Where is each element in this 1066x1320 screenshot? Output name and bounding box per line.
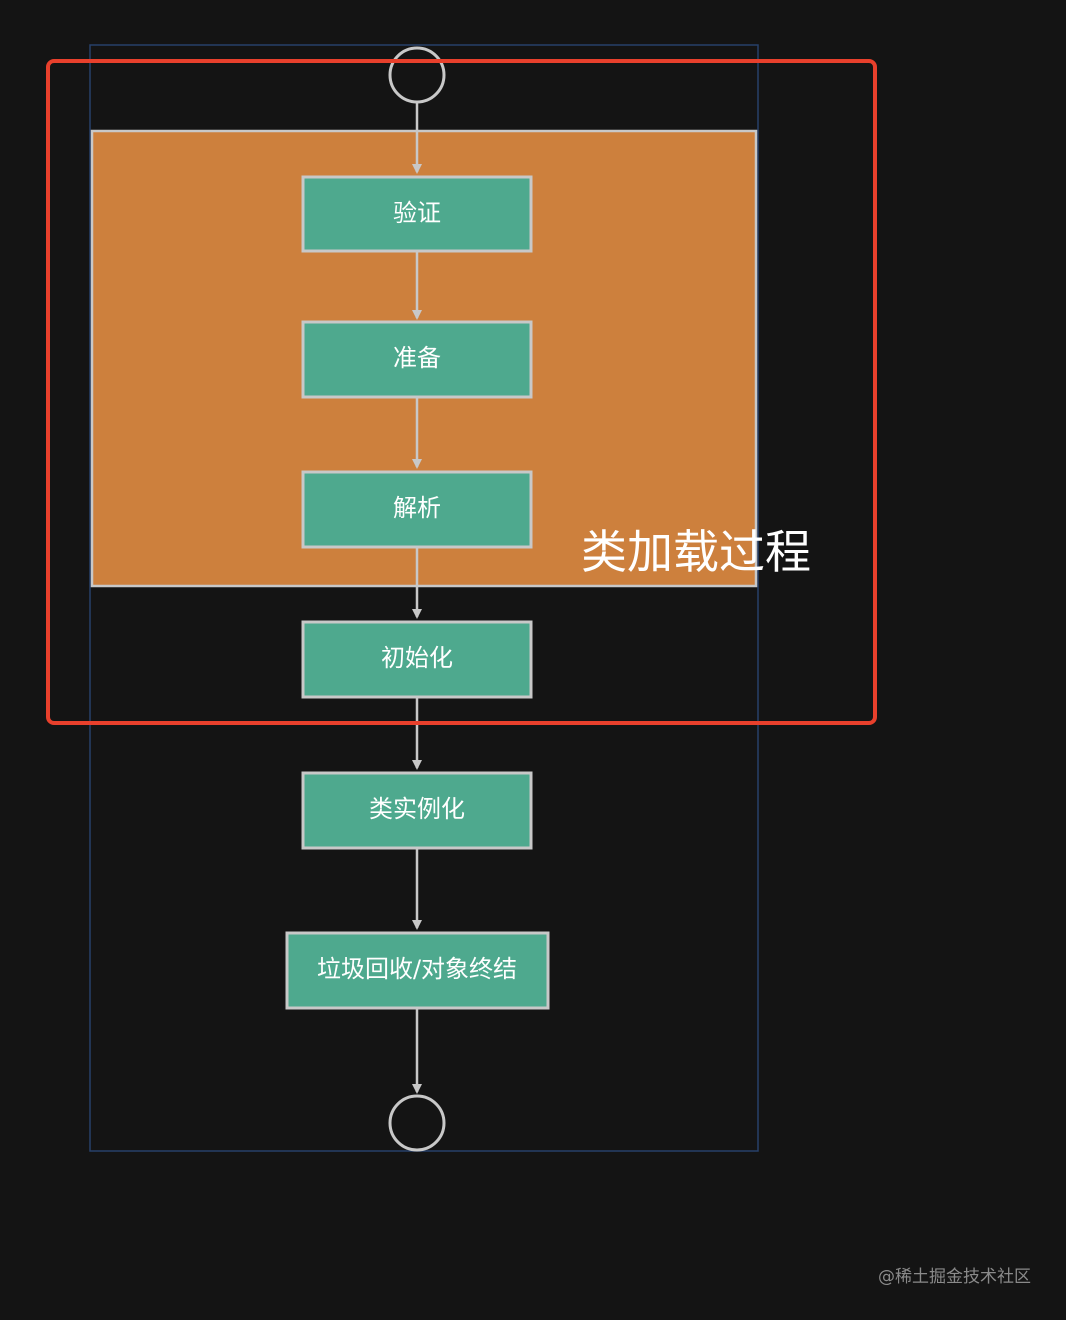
step-prepare[interactable]: 准备	[301, 320, 533, 399]
step-resolve[interactable]: 解析	[301, 470, 533, 549]
step-prepare-label: 准备	[393, 344, 441, 372]
outer-frame	[89, 44, 759, 1152]
step-initialize[interactable]: 初始化	[301, 620, 533, 699]
step-resolve-label: 解析	[393, 494, 441, 522]
class-loading-highlight	[46, 59, 877, 725]
step-verify-label: 验证	[393, 199, 441, 227]
start-node	[388, 46, 446, 104]
step-initialize-label: 初始化	[381, 644, 453, 672]
step-gc[interactable]: 垃圾回收/对象终结	[285, 931, 550, 1010]
class-loading-label: 类加载过程	[581, 525, 811, 579]
step-verify[interactable]: 验证	[301, 175, 533, 253]
watermark: @稀土掘金技术社区	[878, 1267, 1031, 1287]
end-node	[388, 1094, 446, 1152]
step-instantiate-label: 类实例化	[369, 795, 465, 823]
step-gc-label: 垃圾回收/对象终结	[317, 955, 517, 983]
step-instantiate[interactable]: 类实例化	[301, 771, 533, 850]
